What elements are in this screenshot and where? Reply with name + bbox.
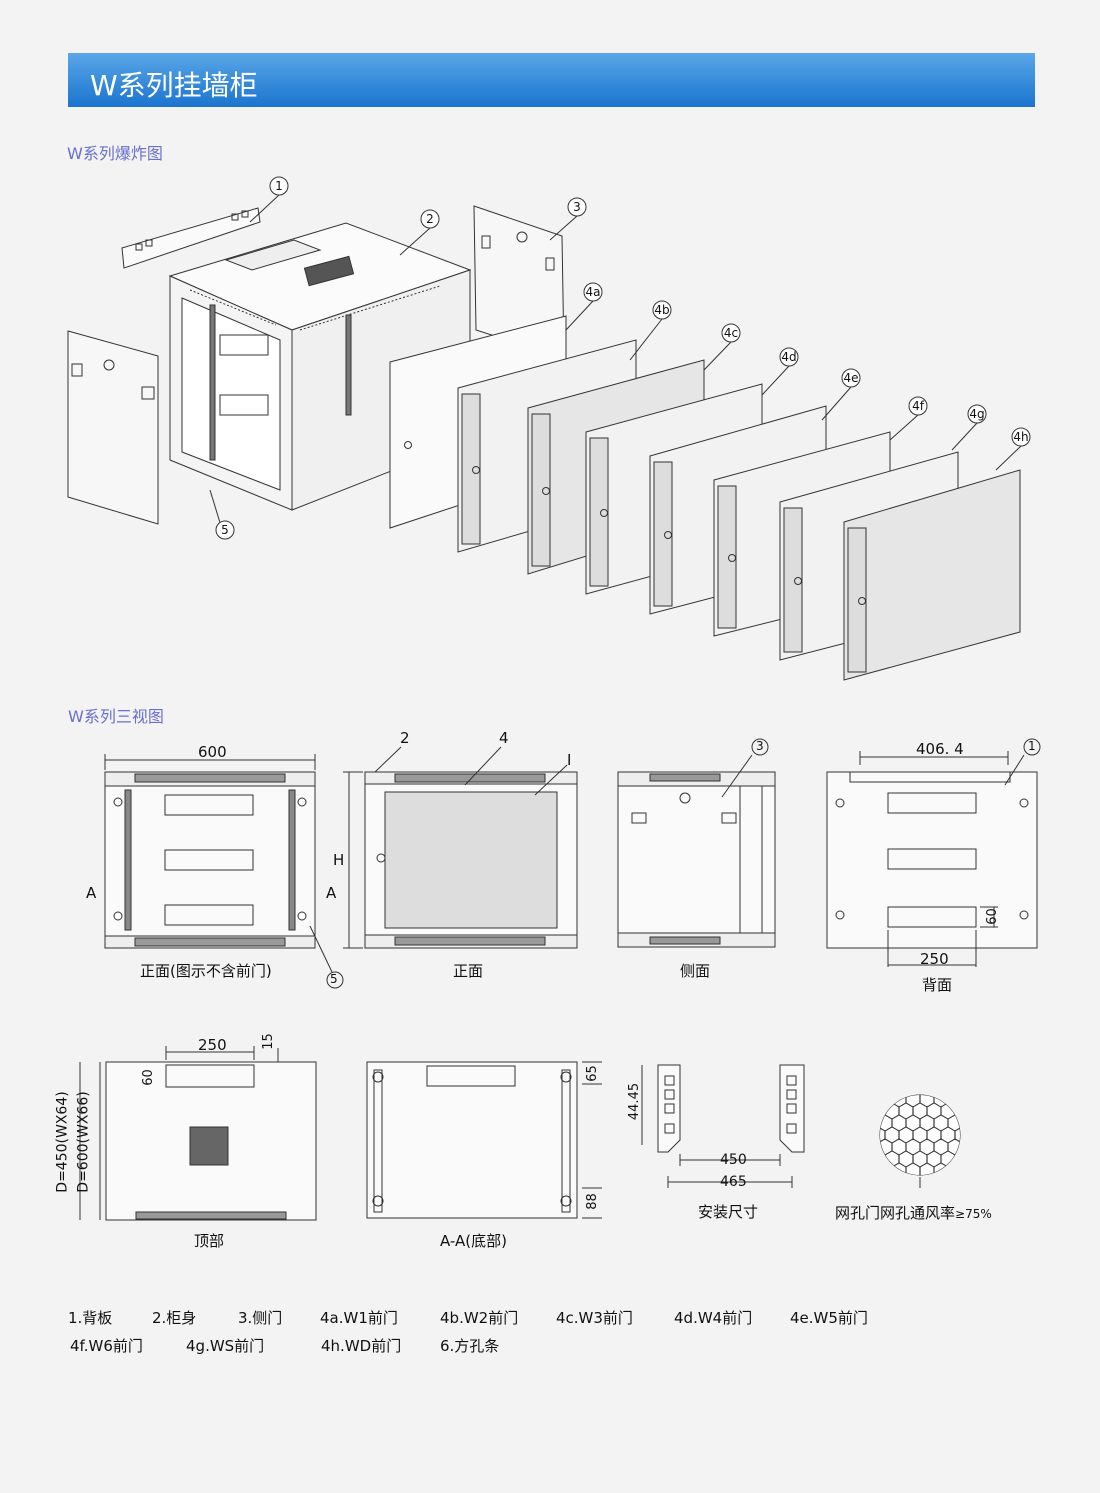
view-mounting: 44.45 450 465 安装尺寸 — [627, 1060, 830, 1221]
dim-60-top: 60 — [140, 1069, 156, 1086]
caption-bottom: A-A(底部) — [440, 1232, 507, 1250]
dim-60-back: 60 — [984, 908, 1000, 925]
caption-front-no-door: 正面(图示不含前门) — [140, 962, 272, 980]
exploded-door — [843, 469, 1021, 681]
callout-3: 3 — [573, 200, 581, 214]
dim-44-45: 44.45 — [627, 1082, 643, 1121]
caption-top: 顶部 — [194, 1232, 225, 1250]
legend-item: 4d.W4前门 — [674, 1309, 753, 1327]
dim-450: 450 — [720, 1152, 747, 1168]
view-side: 3 侧面 — [610, 735, 790, 985]
legend-item: 4f.W6前门 — [70, 1337, 143, 1355]
callout-3: 3 — [756, 739, 764, 753]
view-bottom: 65 88 A-A(底部) — [360, 1040, 620, 1260]
mesh-rate: ≥75% — [955, 1207, 992, 1221]
part-back-plate — [121, 207, 261, 269]
legend-item: 4g.WS前门 — [186, 1337, 265, 1355]
dim-15: 15 — [260, 1033, 276, 1050]
callout-5: 5 — [330, 972, 338, 986]
part-side-door — [67, 330, 159, 525]
caption-side: 侧面 — [680, 962, 711, 980]
callout-4c: 4c — [724, 326, 738, 340]
legend-item: 3.侧门 — [238, 1309, 283, 1327]
dim-406: 406. 4 — [916, 740, 964, 758]
banner: W系列挂墙柜 — [68, 53, 1035, 107]
legend-item: 1.背板 — [68, 1309, 113, 1327]
dim-65: 65 — [584, 1065, 600, 1082]
callout-1-back: 1 — [1028, 739, 1036, 753]
caption-mesh: 网孔门网孔通风率≥75% — [835, 1202, 992, 1223]
legend-item: 4e.W5前门 — [790, 1309, 868, 1327]
dim-width-600: 600 — [198, 743, 227, 761]
section-mark-a-left: A — [86, 884, 97, 902]
callout-1: 1 — [275, 179, 283, 193]
legend-item: 6.方孔条 — [440, 1337, 500, 1355]
callout-4d: 4d — [781, 350, 796, 364]
callout-4: 4 — [499, 729, 509, 747]
view-front-no-door: 600 A A 5 正面(图示不含前门) — [80, 740, 344, 990]
dim-250-back: 250 — [920, 950, 949, 968]
caption-back: 背面 — [922, 976, 953, 994]
exploded-diagram: 1 2 3 4a 4b 4c 4d 4e 4f 4g 4h 5 — [0, 165, 1100, 695]
legend-item: 4h.WD前门 — [321, 1337, 402, 1355]
legend-item: 2.柜身 — [152, 1309, 197, 1327]
view-top: 250 15 60 D=450(WX64) D=600(WX66) 顶部 — [55, 1030, 330, 1260]
dim-d450: D=450(WX64) — [54, 1091, 71, 1193]
dim-d600: D=600(WX66) — [75, 1091, 92, 1193]
dim-height-h: H — [333, 851, 345, 869]
callout-2: 2 — [400, 729, 410, 747]
dim-465: 465 — [720, 1174, 747, 1190]
dim-88: 88 — [584, 1193, 600, 1210]
section-title-three-view: W系列三视图 — [68, 707, 164, 726]
callout-4a: 4a — [586, 285, 601, 299]
callout-2: 2 — [426, 212, 434, 226]
caption-mounting: 安装尺寸 — [698, 1203, 759, 1221]
section-title-exploded: W系列爆炸图 — [67, 144, 163, 163]
callout-4e: 4e — [843, 371, 858, 385]
callout-i: I — [567, 751, 572, 769]
callout-4g: 4g — [969, 407, 984, 421]
callout-4h: 4h — [1013, 430, 1028, 444]
callout-5: 5 — [221, 523, 229, 537]
legend-item: 4a.W1前门 — [320, 1309, 398, 1327]
legend-item: 4b.W2前门 — [440, 1309, 519, 1327]
caption-mesh-text: 网孔门网孔通风率 — [835, 1204, 956, 1222]
banner-title: W系列挂墙柜 — [90, 69, 258, 102]
caption-front: 正面 — [453, 962, 484, 980]
section-mark-a-right: A — [326, 884, 337, 902]
legend-item: 4c.W3前门 — [556, 1309, 633, 1327]
callout-4f: 4f — [912, 399, 925, 413]
view-mesh: 网孔门网孔通风率≥75% — [835, 1090, 1015, 1222]
view-back: 406. 4 250 60 1 背面 — [820, 735, 1050, 995]
dim-250-top: 250 — [198, 1036, 227, 1054]
callout-4b: 4b — [654, 303, 669, 317]
view-front: 2 4 I H 正面 — [333, 725, 585, 985]
